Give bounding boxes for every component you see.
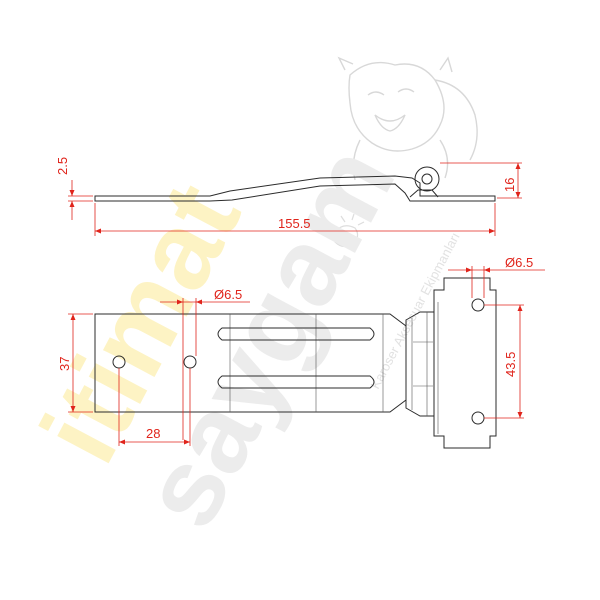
dim-plate-width-label: 37: [57, 357, 72, 371]
hinge-side-view: [94, 166, 496, 202]
dim-total-length-label: 155.5: [278, 216, 311, 231]
leaf-hole-2: [471, 411, 485, 425]
dim-knuckle-height-label: 16: [502, 178, 517, 192]
dim-plate-width: 37: [57, 313, 93, 413]
dim-thickness-label: 2.5: [55, 157, 70, 175]
dim-leaf-hole: Ø6.5: [448, 255, 545, 298]
dim-plate-hole-label: Ø6.5: [214, 287, 242, 302]
dim-leaf-hole-spacing: 43.5: [484, 304, 524, 419]
dim-leaf-hole-spacing-label: 43.5: [503, 352, 518, 377]
tiger-logo-watermark: [337, 56, 478, 181]
dim-hole-spacing: 28: [118, 368, 191, 446]
dim-plate-hole: Ø6.5: [160, 287, 250, 440]
dim-total-length: 155.5: [94, 203, 496, 236]
dim-knuckle-height: 16: [440, 162, 522, 199]
watermark-tagline: Karoser Aksesuar Ekipmanları: [367, 230, 462, 391]
dim-leaf-hole-label: Ø6.5: [505, 255, 533, 270]
leaf-hole-1: [471, 298, 485, 312]
dim-hole-spacing-label: 28: [146, 426, 160, 441]
dim-thickness: 2.5: [55, 157, 93, 220]
paw-watermark: [334, 213, 365, 248]
